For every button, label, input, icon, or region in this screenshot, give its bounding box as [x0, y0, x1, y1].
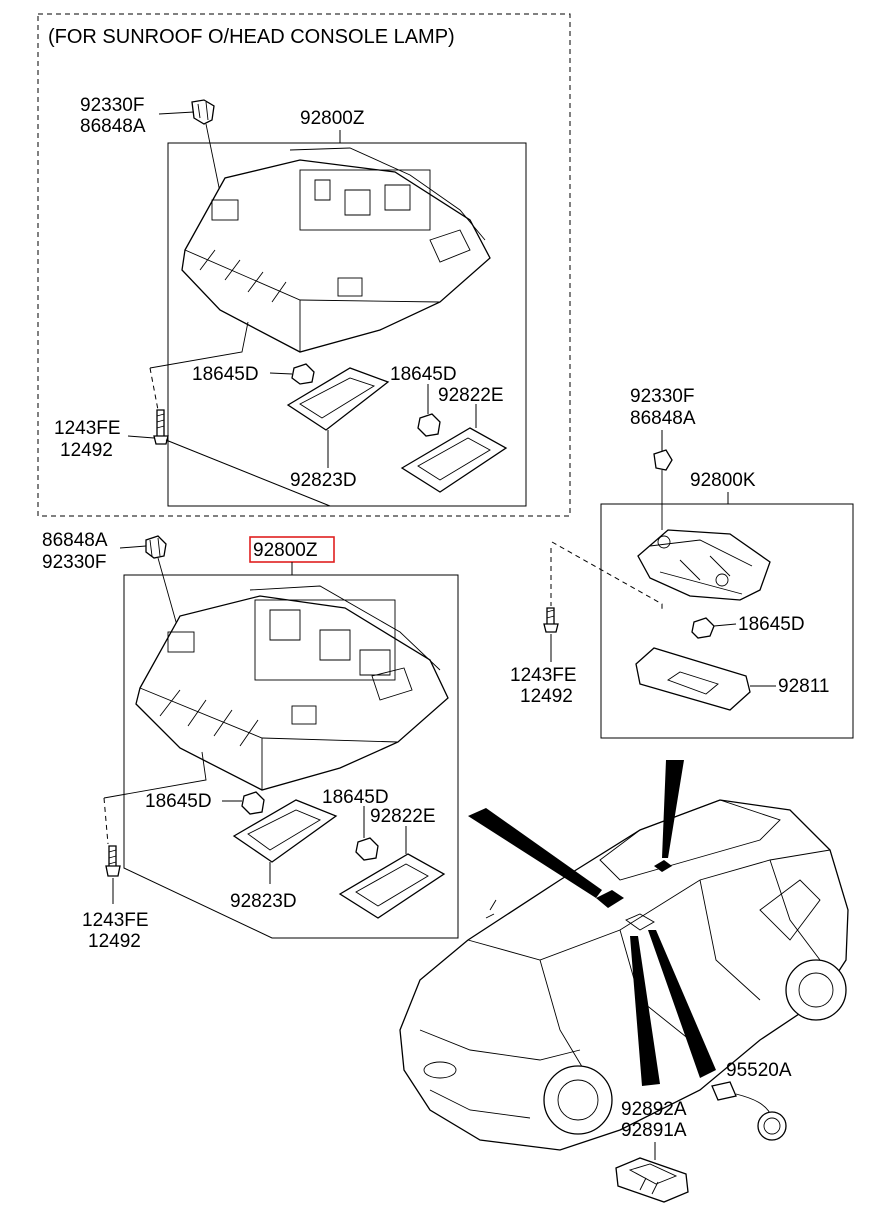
top-screw-part: [153, 409, 169, 445]
lower-clip-label-a: 86848A: [42, 530, 108, 551]
right-bulb-label: 18645D: [738, 614, 805, 635]
lower-bulb-left-label: 18645D: [145, 791, 212, 812]
right-assembly-frame: [600, 503, 854, 739]
top-assembly-frame: [167, 142, 527, 507]
top-clip-part: [191, 99, 215, 125]
sensor-part: [711, 1081, 787, 1141]
lower-lens-left-label: 92823D: [230, 891, 297, 912]
right-clip-label-a: 92330F: [630, 386, 694, 407]
top-console-assembly: [181, 147, 491, 353]
lower-lens-right-label: 92822E: [370, 806, 436, 827]
right-console-assembly: [637, 529, 771, 601]
top-lens-left-part: [286, 367, 390, 431]
top-screw-label-a: 1243FE: [54, 418, 121, 439]
lower-bulb-right-label: 18645D: [322, 787, 389, 808]
roof-rear-marker: [654, 860, 672, 872]
sensor-label: 95520A: [726, 1060, 792, 1081]
right-lens-part: [635, 647, 751, 711]
leader-wedge-1: [468, 808, 602, 898]
lower-assembly-label[interactable]: 92800Z: [253, 540, 318, 561]
top-lens-right-part: [400, 427, 508, 493]
right-clip-label-b: 86848A: [630, 408, 696, 429]
car-illustration: [399, 799, 849, 1151]
lower-screw-label-a: 1243FE: [82, 910, 149, 931]
top-lens-left-label: 92823D: [290, 470, 357, 491]
lower-lens-left-part: [232, 799, 338, 863]
top-clip-label-b: 86848A: [80, 116, 146, 137]
sunroof-group-frame: [37, 13, 571, 517]
lower-bulb-right-part: [355, 837, 379, 861]
roof-console-marker: [596, 890, 624, 908]
top-bulb-left-part: [291, 363, 315, 385]
lower-lens-right-part: [338, 853, 446, 919]
top-clip-label-a: 92330F: [80, 95, 144, 116]
lower-screw-label-b: 12492: [88, 931, 141, 952]
lower-console-assembly: [135, 585, 449, 791]
top-screw-label-b: 12492: [60, 440, 113, 461]
right-screw-part: [543, 607, 559, 633]
leader-wedge-3: [630, 936, 660, 1086]
map-lamp-part: [615, 1157, 689, 1203]
top-lens-right-label: 92822E: [438, 385, 504, 406]
right-bulb-part: [691, 617, 715, 639]
leader-wedge-4: [648, 930, 716, 1078]
lower-clip-label-b: 92330F: [42, 552, 106, 573]
right-assembly-label: 92800K: [690, 470, 756, 491]
lower-clip-part: [145, 535, 167, 559]
lower-bulb-left-part: [241, 791, 265, 815]
right-screw-label-b: 12492: [520, 686, 573, 707]
top-assembly-label: 92800Z: [300, 108, 365, 129]
lamp-label-a: 92892A: [621, 1099, 687, 1120]
right-screw-label-a: 1243FE: [510, 665, 577, 686]
top-bulb-right-part: [417, 413, 441, 437]
right-clip-part: [653, 449, 673, 471]
lower-assembly-frame: [123, 574, 459, 939]
lower-screw-part: [105, 845, 121, 877]
leader-wedge-2: [662, 760, 684, 858]
sunroof-group-header: (FOR SUNROOF O/HEAD CONSOLE LAMP): [48, 26, 455, 48]
top-bulb-left-label: 18645D: [192, 364, 259, 385]
right-lens-label: 92811: [778, 676, 829, 697]
lamp-label-b: 92891A: [621, 1120, 687, 1141]
top-bulb-right-label: 18645D: [390, 364, 457, 385]
